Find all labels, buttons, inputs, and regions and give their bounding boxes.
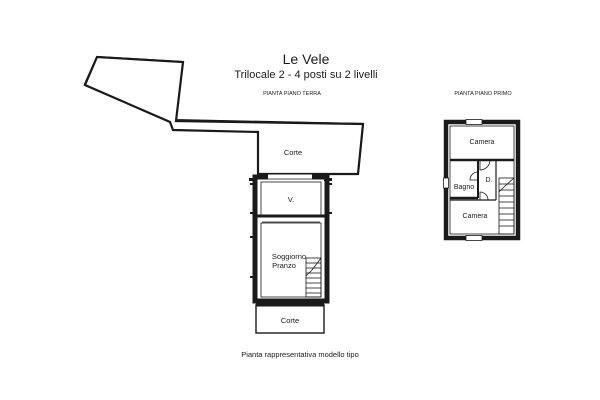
corte-bottom-label: Corte — [281, 316, 299, 325]
window-mark-right-top — [324, 178, 332, 181]
living-label-line1: Soggiorno — [272, 252, 306, 261]
ground-floor-plan — [83, 55, 365, 334]
bagno-label: Bagno — [454, 184, 474, 191]
window-mark-left-4 — [250, 276, 255, 278]
window-mark-left-1 — [250, 183, 255, 185]
vestibule-label: V. — [288, 195, 294, 204]
upper-courtyard-wall — [83, 55, 365, 176]
corte-top-label: Corte — [284, 148, 302, 157]
disimpegno-label: D. — [486, 177, 493, 184]
window-mark-left-top — [249, 178, 257, 181]
door-swing-camera-bottom — [479, 191, 489, 201]
plan-caption: Pianta rappresentativa modello tipo — [241, 350, 359, 359]
door-swing-bagno — [469, 171, 479, 181]
ff-window-top — [465, 119, 483, 125]
ground-floor-heading: PIANTA PIANO TERRA — [263, 91, 321, 97]
door-gap-top — [268, 174, 312, 180]
window-mark-right-1 — [327, 183, 332, 185]
first-floor-heading: PIANTA PIANO PRIMO — [454, 91, 512, 97]
camera-top-label: Camera — [470, 139, 495, 146]
vestibule-room — [260, 181, 322, 216]
camera-bottom-label: Camera — [463, 213, 488, 220]
ff-window-left — [443, 177, 449, 189]
door-swing-camera-top — [479, 159, 491, 171]
ground-floor-staircase — [305, 257, 322, 298]
window-mark-left-3 — [250, 236, 255, 238]
first-floor-staircase — [498, 177, 515, 235]
ff-window-bottom — [465, 235, 483, 241]
living-label-line2: Pranzo — [272, 261, 296, 270]
first-floor-plan — [443, 119, 521, 241]
plan-subtitle: Trilocale 2 - 4 posti su 2 livelli — [234, 69, 377, 81]
window-mark-left-2 — [250, 212, 255, 214]
window-mark-right-2 — [327, 212, 332, 214]
plan-title: Le Vele — [283, 51, 330, 67]
